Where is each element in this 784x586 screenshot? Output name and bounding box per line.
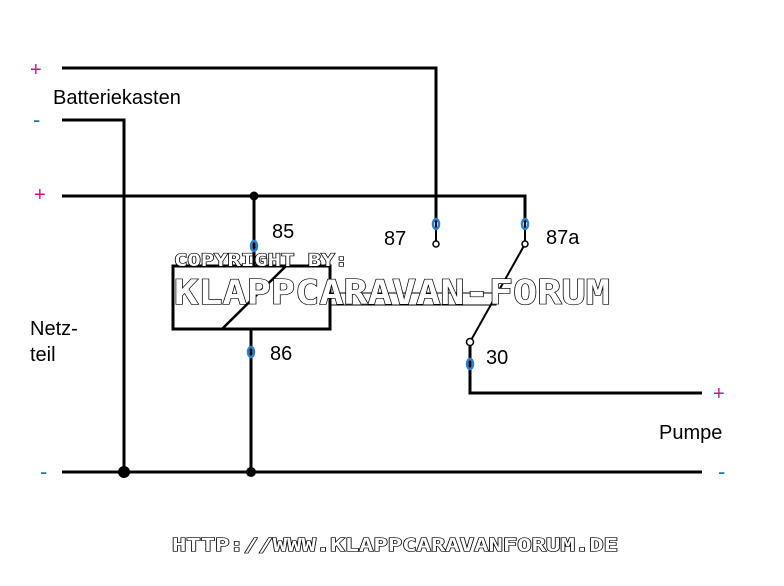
battery-plus-wire xyxy=(62,66,438,222)
terminal-87a-icon xyxy=(520,217,530,231)
battery-plus-sign: + xyxy=(30,59,42,81)
battery-minus-sign: - xyxy=(33,107,40,132)
terminal-30-icon xyxy=(465,357,475,371)
junction-dot xyxy=(118,466,130,478)
pump-label: Pumpe xyxy=(659,422,722,444)
terminal-30-label: 30 xyxy=(486,347,508,369)
watermark-url: HTTP://WWW.KLAPPCARAVANFORUM.DE xyxy=(172,535,618,556)
terminal-85-icon xyxy=(249,239,259,253)
watermark-copyright: COPYRIGHT BY: xyxy=(174,251,348,271)
relay-coil-diagonal xyxy=(221,265,287,330)
psu-label-line2: teil xyxy=(30,344,56,366)
terminal-87a-label: 87a xyxy=(546,227,580,249)
battery-minus-wire xyxy=(62,118,126,472)
terminal-86-icon xyxy=(246,345,256,359)
pump-minus-sign: - xyxy=(718,459,725,484)
relay-link xyxy=(329,292,497,306)
psu-label-line1: Netz- xyxy=(30,318,78,340)
junction-dot xyxy=(249,191,259,201)
pump-plus-sign: + xyxy=(713,383,725,405)
psu-plus-wire xyxy=(62,194,527,222)
junction-dot xyxy=(246,467,256,477)
contact-87a xyxy=(521,240,529,248)
terminal-85-label: 85 xyxy=(272,221,294,243)
battery-label: Batteriekasten xyxy=(53,87,181,109)
watermark-forum: KLAPPCARAVAN-FORUM xyxy=(174,273,610,313)
contact-30 xyxy=(465,337,475,347)
psu-minus-sign: - xyxy=(40,459,47,484)
terminal-87-icon xyxy=(431,217,441,231)
terminal-86-label: 86 xyxy=(270,343,292,365)
contact-87 xyxy=(432,240,440,248)
terminal-87-label: 87 xyxy=(384,228,406,250)
pump-wire xyxy=(468,364,702,395)
relay-switch-arm xyxy=(469,243,526,343)
psu-plus-sign: + xyxy=(34,184,46,206)
